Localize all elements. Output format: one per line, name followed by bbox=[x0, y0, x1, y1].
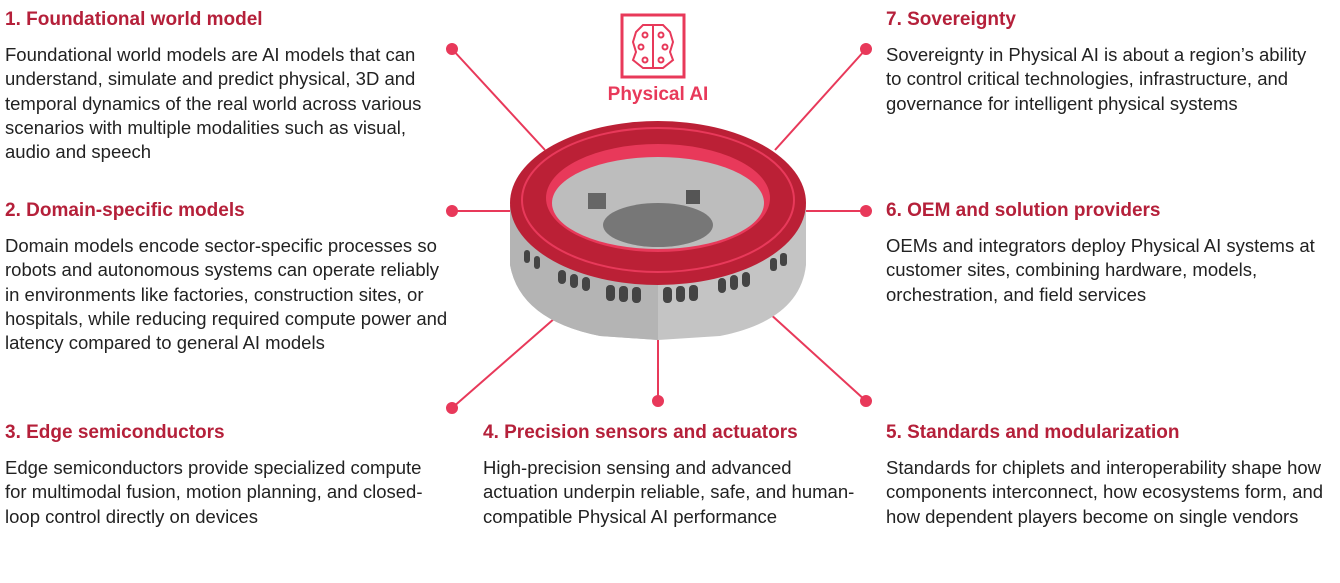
connector-dot-5 bbox=[860, 395, 872, 407]
connector-dot-7 bbox=[860, 43, 872, 55]
item-title: 4. Precision sensors and actuators bbox=[483, 422, 798, 443]
item-domain-specific-models: 2. Domain-specific models Domain models … bbox=[5, 199, 450, 355]
item-title: 6. OEM and solution providers bbox=[886, 200, 1161, 221]
connector-dot-4 bbox=[652, 395, 664, 407]
item-precision-sensors: 4. Precision sensors and actuators High-… bbox=[483, 421, 863, 529]
item-title: 2. Domain-specific models bbox=[5, 200, 245, 221]
item-title: 5. Standards and modularization bbox=[886, 422, 1180, 443]
item-oem-solution-providers: 6. OEM and solution providers OEMs and i… bbox=[886, 199, 1326, 307]
item-body: OEMs and integrators deploy Physical AI … bbox=[886, 235, 1315, 305]
connector-1 bbox=[451, 48, 546, 151]
colosseum-illustration bbox=[510, 121, 806, 340]
brain-circuit-icon bbox=[620, 13, 686, 79]
connector-dot-1 bbox=[446, 43, 458, 55]
item-body: Domain models encode sector-specific pro… bbox=[5, 235, 448, 354]
item-standards-modularization: 5. Standards and modularization Standard… bbox=[886, 421, 1326, 529]
item-sovereignty: 7. Sovereignty Sovereignty in Physical A… bbox=[886, 8, 1326, 116]
item-title: 3. Edge semiconductors bbox=[5, 422, 225, 443]
item-body: Edge semiconductors provide specialized … bbox=[5, 457, 423, 527]
item-title: 1. Foundational world model bbox=[5, 9, 263, 30]
item-edge-semiconductors: 3. Edge semiconductors Edge semiconducto… bbox=[5, 421, 425, 529]
item-foundational-world-model: 1. Foundational world model Foundational… bbox=[5, 8, 450, 164]
item-body: Standards for chiplets and interoperabil… bbox=[886, 457, 1324, 527]
connector-dot-3 bbox=[446, 402, 458, 414]
item-body: Sovereignty in Physical AI is about a re… bbox=[886, 44, 1307, 114]
item-body: High-precision sensing and advanced actu… bbox=[483, 457, 855, 527]
connector-7 bbox=[774, 48, 867, 151]
connector-dot-6 bbox=[860, 205, 872, 217]
connector-5 bbox=[767, 311, 867, 402]
item-body: Foundational world models are AI models … bbox=[5, 44, 422, 163]
center-label: Physical AI bbox=[607, 84, 709, 105]
item-title: 7. Sovereignty bbox=[886, 9, 1016, 30]
connector-dot-2 bbox=[446, 205, 458, 217]
connector-3 bbox=[451, 317, 556, 409]
